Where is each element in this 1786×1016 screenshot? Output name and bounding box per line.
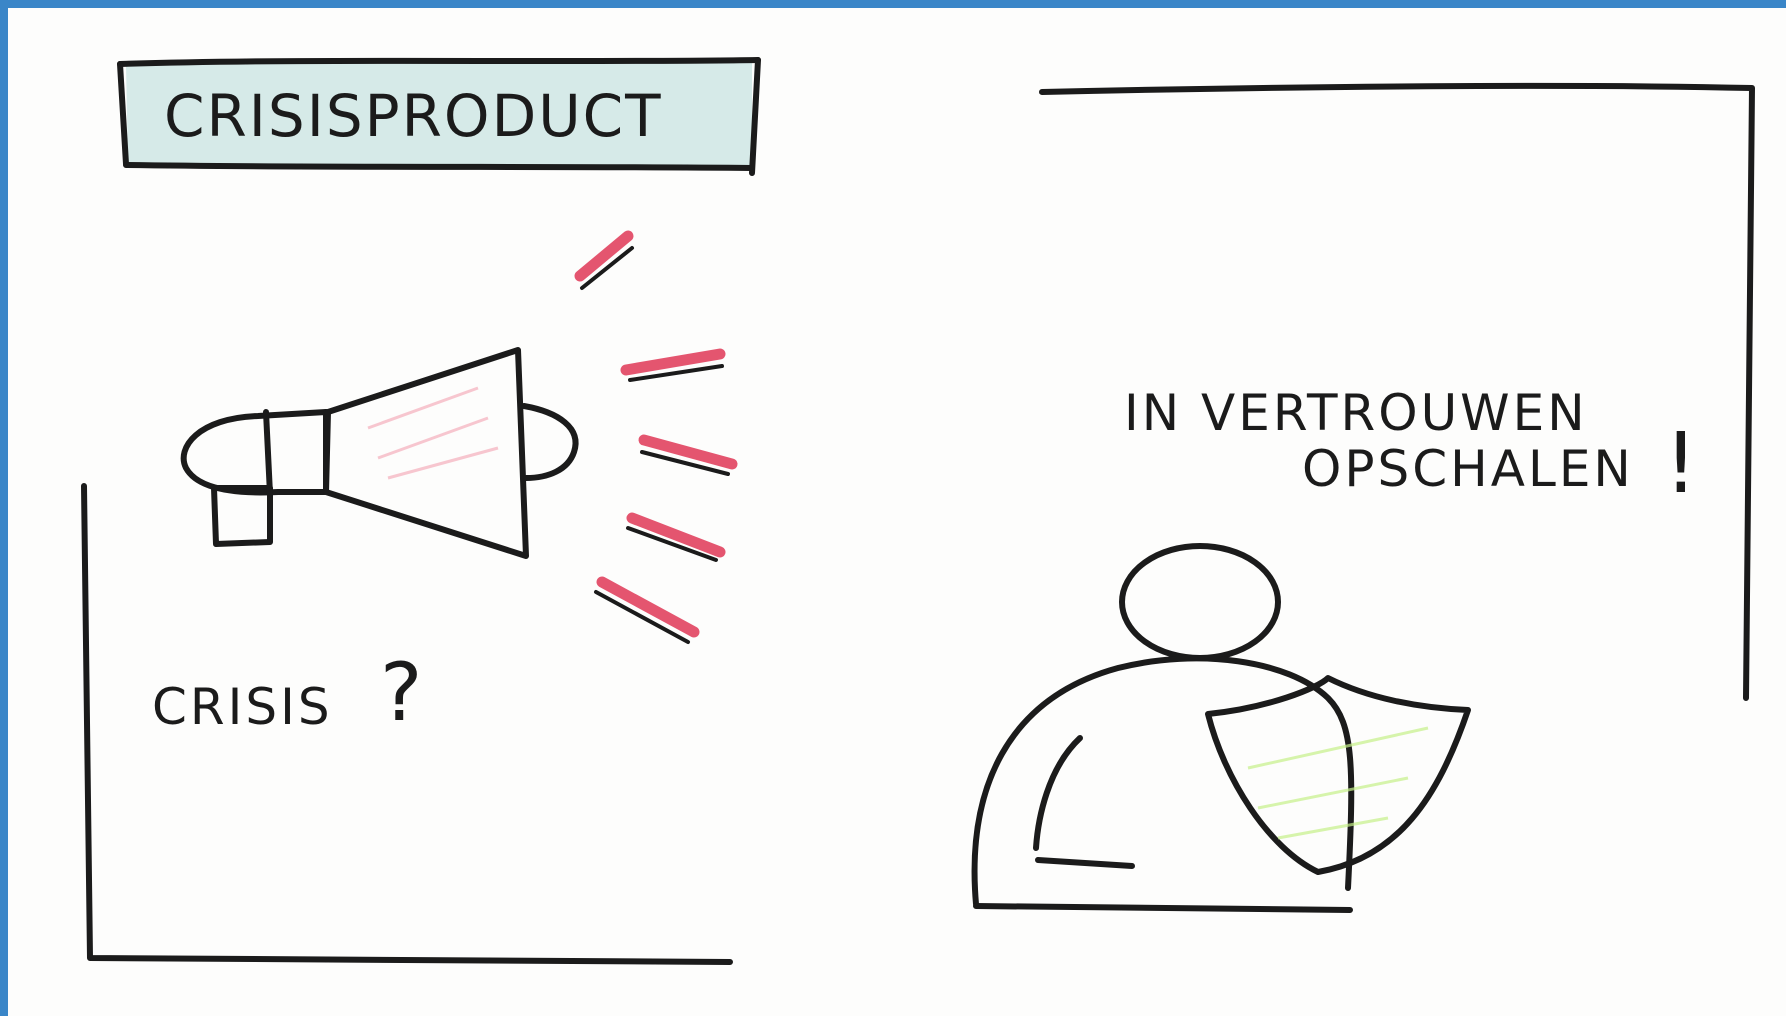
title-box: CRISISPRODUCT — [117, 57, 761, 176]
title-box-top — [117, 57, 761, 67]
megaphone-icon — [180, 347, 579, 559]
page-title: CRISISPRODUCT — [164, 82, 663, 150]
sound-ray-3-edge — [640, 450, 730, 476]
sound-ray-4 — [626, 512, 726, 558]
sound-ray-4-edge — [626, 526, 718, 562]
shield-fill — [1205, 675, 1471, 875]
megaphone-band-left — [263, 409, 273, 497]
trust-line-1: IN VERTROUWEN — [1124, 384, 1588, 442]
right-panel-frame — [1039, 82, 1755, 701]
shield-icon — [1205, 675, 1471, 875]
person-arm — [1033, 735, 1083, 851]
shield-shading — [1247, 726, 1429, 840]
crisis-question: CRISIS — [152, 678, 333, 736]
sound-ray-2 — [620, 348, 726, 376]
title-box-left — [117, 61, 129, 167]
person-icon — [971, 543, 1355, 913]
left-panel-frame — [81, 483, 733, 965]
person-hand — [1035, 857, 1135, 869]
question-mark: ? — [380, 646, 422, 739]
megaphone-bell — [323, 347, 529, 559]
sound-ray-3 — [638, 434, 738, 470]
person-body — [971, 655, 1355, 907]
sound-ray-5-edge — [594, 590, 690, 644]
title-box-right — [749, 57, 761, 176]
sketch-drawing: CRISISPRODUCT CRISIS ? IN VERTROUW — [81, 57, 1755, 965]
megaphone-shading — [367, 386, 499, 480]
exclamation-mark: ! — [1664, 414, 1698, 512]
megaphone-back — [180, 409, 329, 496]
sound-ray-2-edge — [628, 364, 724, 382]
person-base — [973, 903, 1353, 913]
person-head — [1119, 543, 1281, 661]
megaphone-lip — [521, 403, 579, 481]
megaphone-handle — [211, 485, 273, 547]
sound-ray-1 — [574, 230, 634, 282]
sound-rays — [574, 230, 738, 644]
sketch-canvas: CRISISPRODUCT CRISIS ? IN VERTROUW — [8, 8, 1786, 1016]
title-highlight — [126, 60, 752, 168]
sound-ray-5 — [596, 576, 700, 638]
title-box-bottom — [123, 162, 755, 171]
sound-ray-1-edge — [580, 246, 634, 290]
trust-line-2: OPSCHALEN — [1302, 440, 1634, 498]
